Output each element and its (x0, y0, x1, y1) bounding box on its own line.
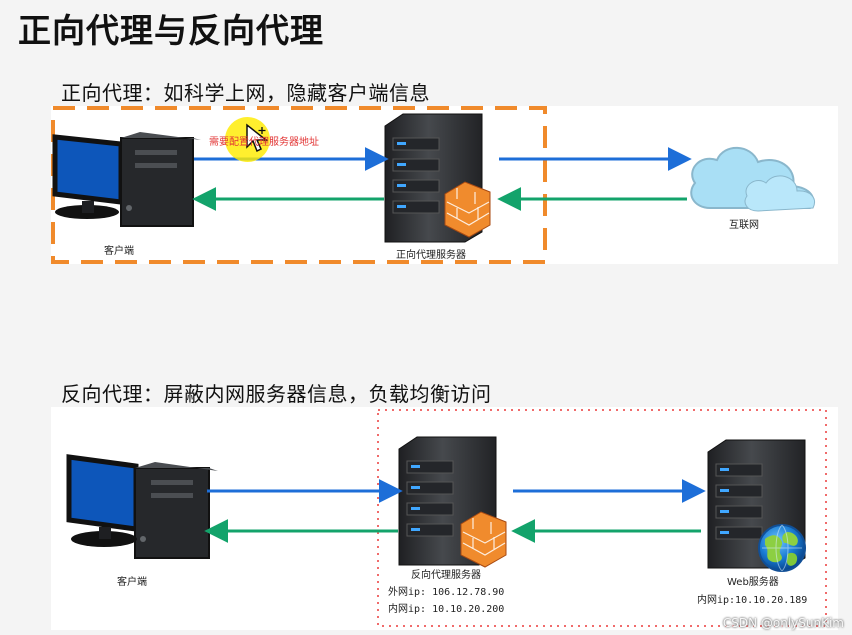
forward-proxy-boundary (51, 106, 547, 264)
reverse-proxy-label: 反向代理服务器 (411, 570, 481, 581)
firewall-icon (460, 511, 507, 568)
internet-label: 互联网 (729, 220, 759, 231)
forward-client-label: 客户端 (104, 246, 134, 257)
computer-icon (66, 454, 218, 559)
web-server-ip: 内网ip:10.10.20.189 (697, 595, 808, 606)
reverse-internal-ip: 内网ip: 10.10.20.200 (388, 604, 505, 615)
reverse-proxy-heading: 反向代理：屏蔽内网服务器信息，负载均衡访问 (61, 382, 492, 406)
intranet-boundary (377, 409, 827, 627)
firewall-icon (444, 181, 491, 238)
reverse-proxy-svg (66, 409, 827, 627)
forward-proxy-diagram: 需要配置代理服务器地址 客户端 正向代理服务器 互联网 (51, 106, 838, 264)
reverse-external-ip: 外网ip: 106.12.78.90 (388, 587, 505, 598)
forward-proxy-label: 正向代理服务器 (396, 250, 466, 261)
forward-config-note: 需要配置代理服务器地址 (209, 137, 319, 148)
cursor-icon (246, 123, 269, 153)
forward-proxy-heading: 正向代理：如科学上网，隐藏客户端信息 (61, 81, 430, 105)
reverse-client-label: 客户端 (117, 577, 147, 588)
cloud-icon (690, 146, 815, 212)
computer-icon (52, 132, 201, 227)
reverse-proxy-diagram: 客户端 反向代理服务器 外网ip: 106.12.78.90 内网ip: 10.… (51, 407, 838, 630)
globe-icon (758, 524, 806, 572)
web-server-label: Web服务器 (727, 577, 779, 588)
slide-title: 正向代理与反向代理 (18, 11, 324, 50)
csdn-watermark: CSDN @onlySunKim (722, 616, 844, 630)
forward-proxy-svg (51, 106, 815, 264)
